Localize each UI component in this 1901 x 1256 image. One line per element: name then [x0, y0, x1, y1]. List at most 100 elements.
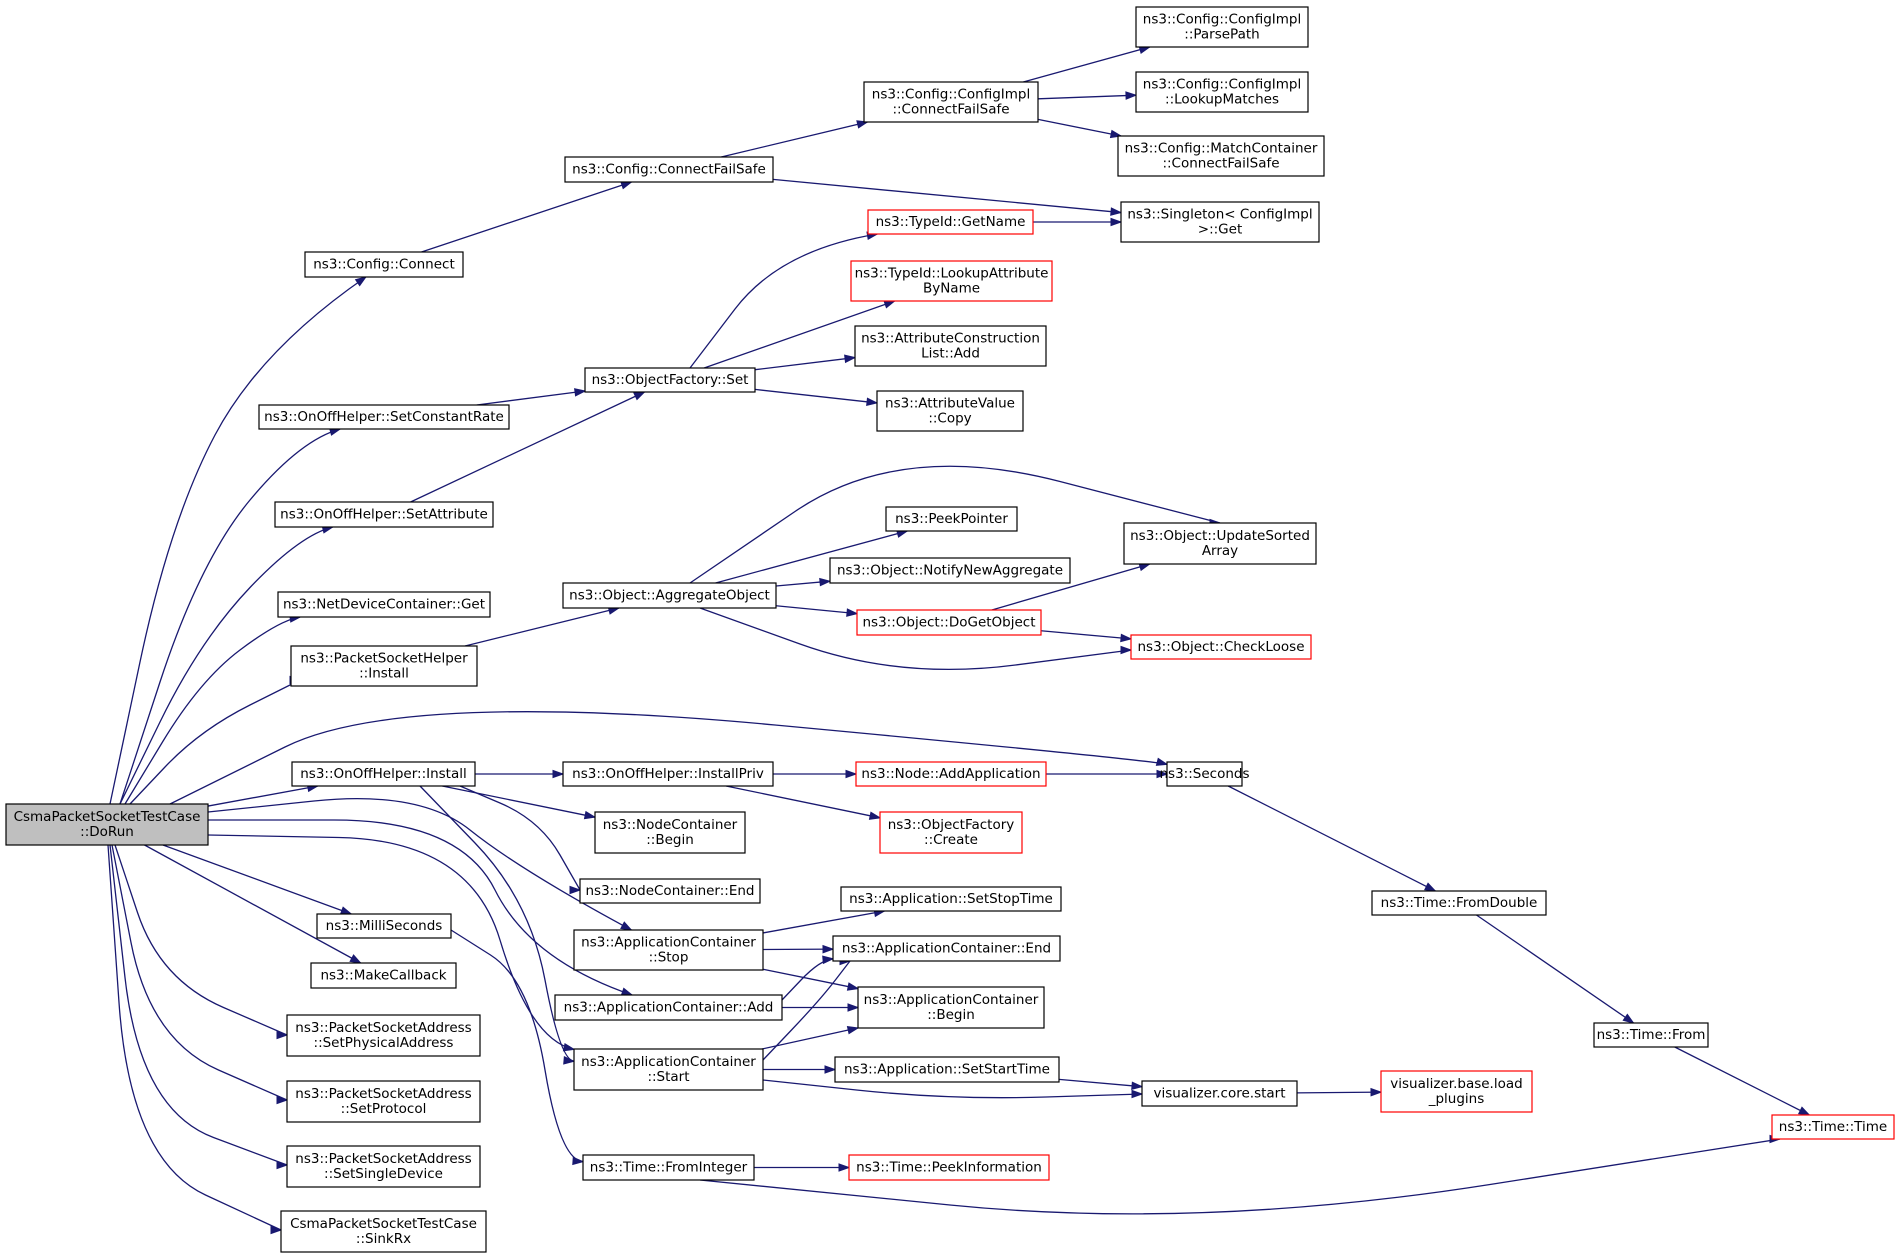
edge-objfactory_set-to-attrconslist_add	[754, 354, 857, 371]
edge-arrowhead	[569, 885, 582, 895]
node-appcontainer-begin[interactable]: ns3::ApplicationContainer::Begin	[857, 986, 1045, 1029]
node-box	[1141, 1080, 1298, 1107]
node-node-addapplication[interactable]: ns3::Node::AddApplication	[855, 761, 1047, 787]
node-box	[832, 935, 1061, 962]
node-cfg-connectfailsafe[interactable]: ns3::Config::ConnectFailSafe	[564, 156, 774, 183]
node-viz-core-start[interactable]: visualizer.core.start	[1141, 1080, 1298, 1107]
edge-arrowhead	[620, 921, 633, 931]
node-box	[573, 1048, 764, 1091]
edge-onoff_installpriv-to-node_addapplication	[773, 769, 858, 779]
node-label: ns3::AttributeConstruction	[861, 331, 1040, 347]
node-box	[562, 582, 777, 609]
node-cfgimpl-lookupmatches[interactable]: ns3::Config::ConfigImpl::LookupMatches	[1135, 71, 1309, 113]
node-psaddr-setsingledevice[interactable]: ns3::PacketSocketAddress::SetSingleDevic…	[286, 1145, 481, 1188]
edge-arrowhead	[868, 811, 882, 820]
edge-pshelper_install-to-object_aggregate	[464, 606, 621, 647]
node-box	[885, 506, 1018, 532]
node-label: ::ParsePath	[1184, 27, 1259, 43]
node-appcontainer-add[interactable]: ns3::ApplicationContainer::Add	[554, 994, 783, 1021]
edge-arrowhead	[1110, 207, 1123, 216]
node-appcontainer-end[interactable]: ns3::ApplicationContainer::End	[832, 935, 1061, 962]
node-root[interactable]: CsmaPacketSocketTestCase::DoRun	[5, 803, 209, 846]
node-time-from[interactable]: ns3::Time::From	[1593, 1022, 1709, 1048]
node-onoff-setconstantrate[interactable]: ns3::OnOffHelper::SetConstantRate	[258, 404, 510, 430]
node-typeid-getname[interactable]: ns3::TypeId::GetName	[867, 209, 1034, 235]
node-netdevcontainer-get[interactable]: ns3::NetDeviceContainer::Get	[277, 591, 491, 618]
node-label: ::SetPhysicalAddress	[314, 1035, 454, 1051]
node-psaddr-setphysical[interactable]: ns3::PacketSocketAddress::SetPhysicalAdd…	[286, 1014, 481, 1057]
node-nodecontainer-begin[interactable]: ns3::NodeContainer::Begin	[594, 811, 746, 854]
node-cfg-connect[interactable]: ns3::Config::Connect	[304, 251, 464, 278]
node-app-setstoptime[interactable]: ns3::Application::SetStopTime	[840, 886, 1062, 912]
edge-arrowhead	[847, 1003, 860, 1012]
node-psaddr-setprotocol[interactable]: ns3::PacketSocketAddress::SetProtocol	[286, 1080, 481, 1123]
edge-viz_core_start-to-viz_base_load	[1296, 1087, 1383, 1097]
edge-appcontainer_start-to-app_setstarttime	[763, 1065, 837, 1074]
edge-arrowhead	[633, 391, 646, 401]
edge-time_fromdouble-to-time_from	[1476, 914, 1635, 1024]
node-millis[interactable]: ns3::MilliSeconds	[316, 913, 452, 939]
node-label: ns3::Config::Connect	[313, 257, 455, 273]
node-matchcontainer-connectfailsafe[interactable]: ns3::Config::MatchContainer::ConnectFail…	[1117, 135, 1325, 177]
node-object-notifynewaggregate[interactable]: ns3::Object::NotifyNewAggregate	[829, 557, 1071, 584]
edge-appcontainer_stop-to-appcontainer_begin	[762, 968, 860, 991]
node-onoff-install[interactable]: ns3::OnOffHelper::Install	[291, 761, 476, 787]
edge-appcontainer_add-to-appcontainer_end	[781, 955, 835, 1001]
edge-arrowhead	[1125, 91, 1138, 100]
edge-appcontainer_stop-to-appcontainer_end	[762, 944, 835, 954]
node-time-time[interactable]: ns3::Time::Time	[1771, 1114, 1895, 1140]
node-singleton-get[interactable]: ns3::Singleton< ConfigImpl >::Get	[1120, 201, 1320, 243]
node-label: ns3::PacketSocketAddress	[295, 1151, 471, 1167]
edge-root-to-makecallback	[144, 844, 362, 964]
node-attrvalue-copy[interactable]: ns3::AttributeValue::Copy	[876, 390, 1024, 432]
node-time-fromdouble[interactable]: ns3::Time::FromDouble	[1371, 890, 1547, 916]
edge-arrowhead	[1797, 1106, 1811, 1116]
node-box	[857, 986, 1045, 1029]
edge-appcontainer_stop-to-app_setstoptime	[762, 908, 886, 934]
node-objfactory-set[interactable]: ns3::ObjectFactory::Set	[584, 367, 756, 393]
edge-arrowhead	[562, 1042, 576, 1052]
node-appcontainer-stop[interactable]: ns3::ApplicationContainer::Stop	[573, 929, 764, 971]
node-box	[850, 260, 1053, 302]
node-label: >::Get	[1198, 222, 1242, 238]
node-label: ns3::Config::ConnectFailSafe	[572, 162, 766, 178]
node-appcontainer-start[interactable]: ns3::ApplicationContainer::Start	[573, 1048, 764, 1091]
node-pshelper-install[interactable]: ns3::PacketSocketHelper::Install	[290, 645, 478, 687]
edge-app_setstarttime-to-viz_core_start	[1058, 1078, 1144, 1091]
edge-arrowhead	[838, 1163, 851, 1172]
node-nodecontainer-end[interactable]: ns3::NodeContainer::End	[579, 878, 761, 904]
node-box	[1135, 71, 1309, 113]
node-label: ByName	[923, 281, 980, 297]
node-makecallback[interactable]: ns3::MakeCallback	[310, 962, 457, 989]
node-seconds[interactable]: ns3::Seconds	[1160, 761, 1250, 787]
node-label: ns3::Object::UpdateSorted	[1130, 528, 1310, 544]
edge-onoff_install-to-nodecontainer_begin	[442, 785, 597, 820]
edge-arrowhead	[572, 1156, 585, 1166]
node-cfgimpl-parsepath[interactable]: ns3::Config::ConfigImpl::ParsePath	[1135, 6, 1309, 48]
edge-arrowhead	[563, 1056, 576, 1065]
node-peekpointer[interactable]: ns3::PeekPointer	[885, 506, 1018, 532]
node-app-setstarttime[interactable]: ns3::Application::SetStartTime	[834, 1056, 1060, 1083]
node-time-frominteger[interactable]: ns3::Time::FromInteger	[582, 1154, 755, 1181]
node-time-peekinfo[interactable]: ns3::Time::PeekInformation	[848, 1154, 1050, 1181]
node-onoff-installpriv[interactable]: ns3::OnOffHelper::InstallPriv	[562, 761, 774, 787]
node-object-aggregate[interactable]: ns3::Object::AggregateObject	[562, 582, 777, 609]
edge-cfgimpl_connectfailsafe-to-matchcontainer_connectfailsafe	[1037, 118, 1123, 139]
node-object-checkloose[interactable]: ns3::Object::CheckLoose	[1130, 634, 1312, 660]
node-object-dogetobject[interactable]: ns3::Object::DoGetObject	[856, 609, 1042, 636]
node-sinkrx[interactable]: CsmaPacketSocketTestCase::SinkRx	[280, 1210, 487, 1253]
node-box	[564, 156, 774, 183]
edge-cfg_connectfailsafe-to-cfgimpl_connectfailsafe	[721, 120, 869, 158]
node-viz-base-load[interactable]: visualizer.base.load_plugins	[1380, 1070, 1533, 1113]
node-box	[277, 591, 491, 618]
node-cfgimpl-connectfailsafe[interactable]: ns3::Config::ConfigImpl::ConnectFailSafe	[863, 81, 1039, 123]
edge-root-to-psaddr_setphysical	[114, 844, 289, 1040]
node-onoff-setattribute[interactable]: ns3::OnOffHelper::SetAttribute	[274, 501, 494, 528]
edge-onoff_install-to-appcontainer_start	[419, 785, 576, 1065]
edge-appcontainer_start-to-appcontainer_begin	[761, 1025, 860, 1050]
node-label: ns3::Object::NotifyNewAggregate	[837, 563, 1063, 579]
node-objfactory-create[interactable]: ns3::ObjectFactory::Create	[879, 811, 1023, 854]
